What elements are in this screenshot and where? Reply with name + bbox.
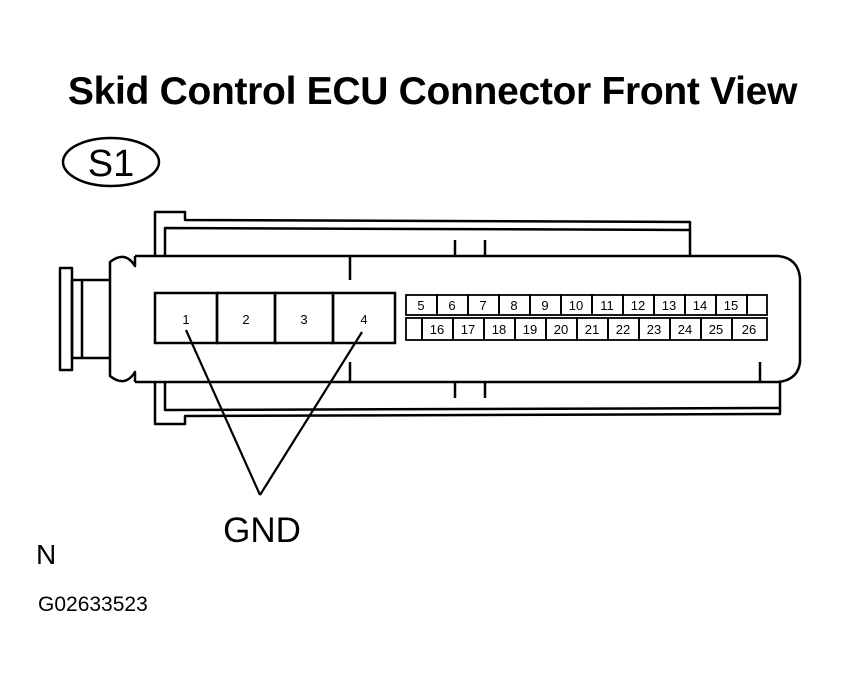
small-pin-bottom-row bbox=[405, 317, 768, 341]
gnd-label: GND bbox=[223, 511, 301, 550]
large-pin-group bbox=[153, 291, 397, 345]
pin-label: 7 bbox=[479, 298, 486, 313]
pin-label: 9 bbox=[541, 298, 548, 313]
pin-label: 2 bbox=[242, 312, 249, 327]
pin-label: 25 bbox=[709, 322, 723, 337]
pin-label: 10 bbox=[569, 298, 583, 313]
pin-label: 22 bbox=[616, 322, 630, 337]
pin-label: 24 bbox=[678, 322, 692, 337]
connector-id-label: S1 bbox=[88, 143, 134, 185]
pin-label: 3 bbox=[300, 312, 307, 327]
pin-label: 23 bbox=[647, 322, 661, 337]
pin-label: 16 bbox=[430, 322, 444, 337]
pin-label: 1 bbox=[182, 312, 189, 327]
gnd-leader-lines bbox=[184, 329, 363, 496]
pin-label: 21 bbox=[585, 322, 599, 337]
large-pin-cell bbox=[331, 291, 397, 345]
pin-label: 15 bbox=[724, 298, 738, 313]
figure-code: G02633523 bbox=[38, 593, 148, 616]
pin-label: 13 bbox=[662, 298, 676, 313]
pin-label: 5 bbox=[417, 298, 424, 313]
gnd-leader-pin1 bbox=[184, 329, 262, 496]
pin-label: 17 bbox=[461, 322, 475, 337]
pin-label: 12 bbox=[631, 298, 645, 313]
connector-id-ellipse bbox=[61, 136, 161, 188]
pin-label: 8 bbox=[510, 298, 517, 313]
connector-housing bbox=[58, 210, 802, 426]
small-pin-cell bbox=[731, 317, 768, 341]
page-title: Skid Control ECU Connector Front View bbox=[67, 70, 798, 113]
small-pin-top-row bbox=[405, 294, 768, 316]
small-pin-cell bbox=[746, 294, 768, 316]
pin-label: 18 bbox=[492, 322, 506, 337]
gnd-leader-pin4 bbox=[259, 331, 363, 496]
pin-label: 4 bbox=[360, 312, 367, 327]
pin-label: 14 bbox=[693, 298, 707, 313]
orientation-mark: N bbox=[36, 539, 57, 570]
pin-label: 26 bbox=[742, 322, 756, 337]
pin-label: 6 bbox=[448, 298, 455, 313]
pin-label: 19 bbox=[523, 322, 537, 337]
small-pin-cell bbox=[405, 317, 423, 341]
pin-label: 20 bbox=[554, 322, 568, 337]
pin-label: 11 bbox=[600, 298, 614, 313]
